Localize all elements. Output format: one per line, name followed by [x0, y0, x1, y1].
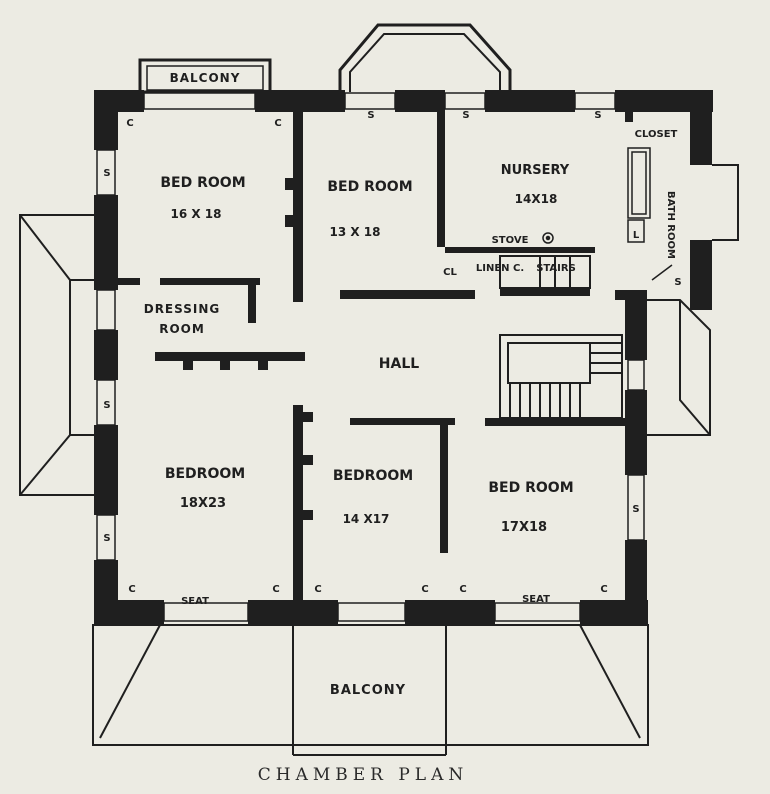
- bedroom-sw-name: BEDROOM: [165, 466, 245, 482]
- bedroom-se-size: 17X18: [501, 520, 547, 535]
- nursery-name: NURSERY: [501, 163, 570, 178]
- dressing-room-line2: ROOM: [159, 322, 205, 336]
- bedroom-n-size: 13 X 18: [329, 225, 380, 239]
- bedroom-s-name: BEDROOM: [333, 468, 413, 484]
- top-balcony-label: BALCONY: [170, 71, 241, 85]
- stove-mark: S: [103, 533, 110, 544]
- closet-mark: C: [600, 584, 607, 595]
- bedroom-se-name: BED ROOM: [488, 480, 573, 496]
- bedroom-s-size: 14 X17: [343, 512, 390, 526]
- bay-window: [338, 23, 512, 92]
- exterior-walls: [94, 90, 713, 625]
- bedroom-sw-size: 18X23: [180, 496, 226, 511]
- closet-label: CLOSET: [635, 129, 678, 140]
- closet-mark: C: [272, 584, 279, 595]
- dressing-room-line1: DRESSING: [144, 302, 221, 316]
- closet-cl-label: CL: [443, 267, 457, 278]
- stairs-label: STAIRS: [536, 263, 576, 274]
- seat-right-label: SEAT: [522, 594, 550, 605]
- stove-mark: S: [367, 110, 374, 121]
- bath-l-label: L: [633, 230, 640, 241]
- seat-left-label: SEAT: [181, 596, 209, 607]
- stove-mark: S: [632, 504, 639, 515]
- room-labels: BED ROOM 16 X 18 BED ROOM 13 X 18 NURSER…: [103, 110, 681, 607]
- closet-mark: C: [314, 584, 321, 595]
- left-bay: [19, 214, 96, 496]
- linen-closet-label: LINEN C.: [476, 263, 524, 274]
- interior-walls: [118, 112, 633, 600]
- closet-mark: C: [128, 584, 135, 595]
- bedroom-n-name: BED ROOM: [327, 179, 412, 195]
- plan-caption: CHAMBER PLAN: [258, 765, 469, 785]
- stove-mark: S: [103, 168, 110, 179]
- top-balcony: BALCONY: [138, 58, 272, 94]
- stove-mark: S: [674, 277, 681, 288]
- bottom-balcony-label: BALCONY: [330, 683, 406, 698]
- stove-mark: S: [594, 110, 601, 121]
- closet-mark: C: [274, 118, 281, 129]
- closet-mark: C: [459, 584, 466, 595]
- stove-label: STOVE: [492, 235, 529, 246]
- right-bay: [645, 164, 739, 436]
- stairwell: [499, 255, 623, 419]
- bedroom-nw-name: BED ROOM: [160, 175, 245, 191]
- stove-mark: S: [103, 400, 110, 411]
- bath-fixtures: [627, 147, 673, 281]
- closet-mark: C: [126, 118, 133, 129]
- stove-icon: [542, 232, 554, 244]
- hall-name: HALL: [379, 356, 419, 372]
- bottom-balcony: BALCONY: [92, 624, 649, 756]
- bath-room-label: BATH ROOM: [665, 191, 676, 259]
- windows: [96, 92, 645, 622]
- nursery-size: 14X18: [515, 192, 558, 206]
- stove-mark: S: [462, 110, 469, 121]
- bedroom-nw-size: 16 X 18: [170, 207, 221, 221]
- closet-mark: C: [421, 584, 428, 595]
